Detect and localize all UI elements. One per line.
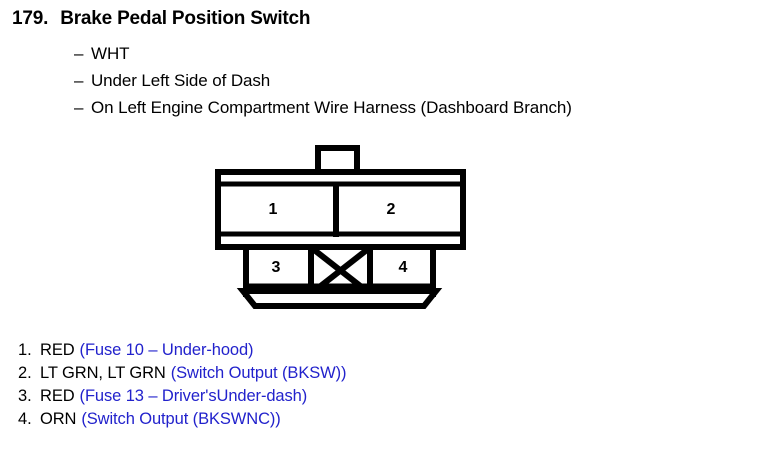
legend-circuit-description: (Switch Output (BKSW)) [170, 364, 347, 382]
pin-number-2: 2 [387, 201, 396, 218]
blank-cavity-x-icon [311, 246, 370, 295]
pin-number-4: 4 [399, 259, 408, 276]
dash-bullet-icon: – [74, 44, 84, 63]
spec-text: On Left Engine Compartment Wire Harness … [91, 98, 572, 117]
dash-bullet-icon: – [74, 71, 84, 90]
pin-number-1: 1 [269, 201, 278, 218]
spec-text: Under Left Side of Dash [91, 71, 271, 90]
spec-line: –Under Left Side of Dash [74, 71, 270, 91]
spec-text: WHT [91, 44, 130, 63]
page-title: 179. Brake Pedal Position Switch [12, 8, 311, 30]
legend-wire-color: RED [40, 341, 75, 359]
legend-row: 1. RED(Fuse 10 – Under-hood) [18, 341, 254, 360]
legend-index: 1. [18, 341, 32, 359]
pin-number-3: 3 [272, 259, 281, 276]
spec-line: –WHT [74, 44, 130, 64]
legend-circuit-description: (Fuse 10 – Under-hood) [79, 341, 254, 359]
legend-index: 2. [18, 364, 32, 382]
title-text: Brake Pedal Position Switch [60, 8, 311, 29]
legend-wire-color: RED [40, 387, 75, 405]
legend-wire-color: ORN [40, 410, 77, 428]
legend-index: 3. [18, 387, 32, 405]
legend-row: 3. RED(Fuse 13 – Driver'sUnder-dash) [18, 387, 307, 406]
connector-drawing: 1 2 3 4 [215, 145, 466, 309]
legend-index: 4. [18, 410, 32, 428]
legend-circuit-description: (Fuse 13 – Driver'sUnder-dash) [79, 387, 308, 405]
dash-bullet-icon: – [74, 98, 84, 117]
legend-circuit-description: (Switch Output (BKSWNC)) [81, 410, 281, 428]
spec-line: –On Left Engine Compartment Wire Harness… [74, 98, 572, 118]
item-number: 179. [12, 8, 49, 29]
connector-diagram: 1 2 3 4 [205, 138, 475, 313]
legend-row: 4. ORN(Switch Output (BKSWNC)) [18, 410, 281, 429]
legend-wire-color: LT GRN, LT GRN [40, 364, 166, 382]
connector-bottom-skirt [236, 288, 443, 309]
legend-row: 2. LT GRN, LT GRN(Switch Output (BKSW)) [18, 364, 347, 383]
